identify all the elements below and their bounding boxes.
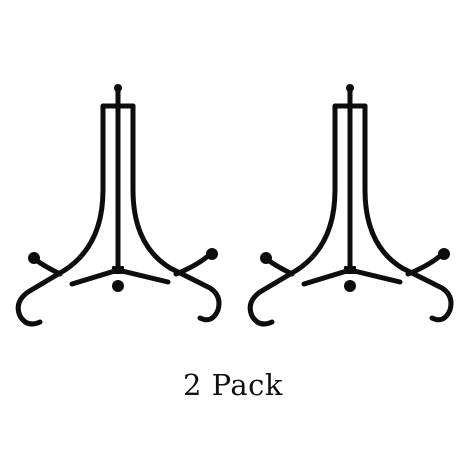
- plate-stand-icon: [247, 84, 454, 327]
- plate-stand-icon: [15, 84, 222, 327]
- pack-count-caption: 2 Pack: [183, 368, 283, 402]
